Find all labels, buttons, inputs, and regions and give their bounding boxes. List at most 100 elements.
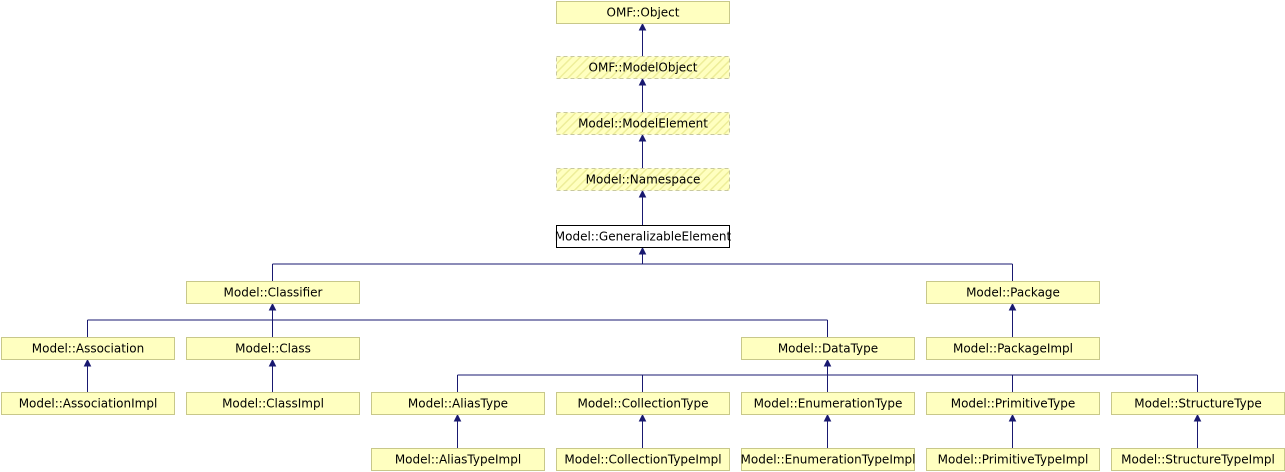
inheritance-arrowhead [1008,413,1017,422]
class-node-model-generalizableelement[interactable]: Model::GeneralizableElement [555,225,732,248]
class-label: OMF::Object [607,6,680,20]
edge-group-model-generalizableelement [272,246,1013,281]
class-box [741,337,915,360]
class-node-omf-object[interactable]: OMF::Object [556,1,730,24]
class-label: Model::PrimitiveType [951,397,1076,411]
class-box [926,392,1100,415]
edge-group-model-structuretype [1193,413,1202,448]
class-label: Model::AssociationImpl [19,397,158,411]
class-box [926,337,1100,360]
class-box [186,281,360,304]
class-box [926,281,1100,304]
inheritance-arrowhead [638,133,647,142]
class-node-model-modelelement[interactable]: Model::ModelElement [556,112,730,135]
class-box [741,448,915,471]
inheritance-arrowhead [268,302,277,311]
class-label: Model::Class [235,342,311,356]
class-box [1,337,175,360]
class-label: Model::Association [32,342,144,356]
class-node-model-classifier[interactable]: Model::Classifier [186,281,360,304]
class-node-model-primitivetype[interactable]: Model::PrimitiveType [926,392,1100,415]
class-node-model-aliastype[interactable]: Model::AliasType [371,392,545,415]
class-label: Model::PackageImpl [953,342,1073,356]
class-box [186,392,360,415]
class-label: Model::ClassImpl [222,397,324,411]
class-node-model-package[interactable]: Model::Package [926,281,1100,304]
edge-group-model-association [83,358,92,392]
edge-group-model-classifier [87,302,828,337]
class-node-model-enumerationtypeimpl[interactable]: Model::EnumerationTypeImpl [741,448,916,471]
class-box [371,392,545,415]
edge-group-model-modelelement [638,133,647,168]
class-box [1,392,175,415]
edge-group-model-collectiontype [638,413,647,448]
inheritance-arrowhead [268,358,277,367]
class-box [556,392,730,415]
class-label: Model::AliasTypeImpl [395,453,521,467]
class-node-model-packageimpl[interactable]: Model::PackageImpl [926,337,1100,360]
class-label: OMF::ModelObject [589,61,698,75]
class-label: Model::EnumerationTypeImpl [741,453,916,467]
edge-group-model-enumerationtype [823,413,832,448]
class-node-omf-modelobject[interactable]: OMF::ModelObject [556,56,730,79]
edge-group-model-package [1008,302,1017,337]
class-box [556,168,730,191]
class-box [371,448,545,471]
edge-group-model-primitivetype [1008,413,1017,448]
class-node-model-class[interactable]: Model::Class [186,337,360,360]
class-node-model-enumerationtype[interactable]: Model::EnumerationType [741,392,915,415]
edges-layer [83,22,1202,448]
inheritance-arrowhead [453,413,462,422]
class-label: Model::EnumerationType [754,397,903,411]
class-label: Model::Classifier [224,286,323,300]
edge-group-model-class [268,358,277,392]
edge-group-model-namespace [638,189,647,225]
inheritance-arrowhead [1008,302,1017,311]
class-node-model-association[interactable]: Model::Association [1,337,175,360]
edge-group-omf-modelobject [638,77,647,112]
class-label: Model::ModelElement [578,117,708,131]
inheritance-arrowhead [638,189,647,198]
class-label: Model::Namespace [586,173,701,187]
inheritance-arrowhead [638,22,647,31]
inheritance-arrowhead [83,358,92,367]
class-box [556,225,730,248]
inheritance-arrowhead [638,246,647,255]
class-node-model-classimpl[interactable]: Model::ClassImpl [186,392,360,415]
class-box [926,448,1100,471]
class-box [186,337,360,360]
class-node-model-collectiontypeimpl[interactable]: Model::CollectionTypeImpl [556,448,730,471]
inheritance-arrowhead [823,413,832,422]
class-node-model-namespace[interactable]: Model::Namespace [556,168,730,191]
class-box [556,448,730,471]
class-node-model-primitivetypeimpl[interactable]: Model::PrimitiveTypeImpl [926,448,1100,471]
edge-group-model-aliastype [453,413,462,448]
class-label: Model::AliasType [408,397,508,411]
class-label: Model::PrimitiveTypeImpl [938,453,1089,467]
class-box [556,112,730,135]
class-label: Model::Package [966,286,1060,300]
class-box [556,56,730,79]
class-node-model-associationimpl[interactable]: Model::AssociationImpl [1,392,175,415]
edge-group-omf-object [638,22,647,56]
class-box [556,1,730,24]
inheritance-arrowhead [638,77,647,86]
edge-group-model-datatype [457,358,1198,392]
inheritance-arrowhead [1193,413,1202,422]
inheritance-arrowhead [638,413,647,422]
class-node-model-aliastypeimpl[interactable]: Model::AliasTypeImpl [371,448,545,471]
class-label: Model::StructureType [1134,397,1262,411]
class-label: Model::DataType [778,342,878,356]
class-label: Model::CollectionTypeImpl [564,453,721,467]
class-node-model-collectiontype[interactable]: Model::CollectionType [556,392,730,415]
class-node-model-datatype[interactable]: Model::DataType [741,337,915,360]
class-box [741,392,915,415]
class-label: Model::StructureTypeImpl [1121,453,1275,467]
class-node-model-structuretypeimpl[interactable]: Model::StructureTypeImpl [1111,448,1285,471]
inheritance-arrowhead [823,358,832,367]
class-node-model-structuretype[interactable]: Model::StructureType [1111,392,1285,415]
class-label: Model::GeneralizableElement [555,230,732,244]
class-label: Model::CollectionType [577,397,708,411]
